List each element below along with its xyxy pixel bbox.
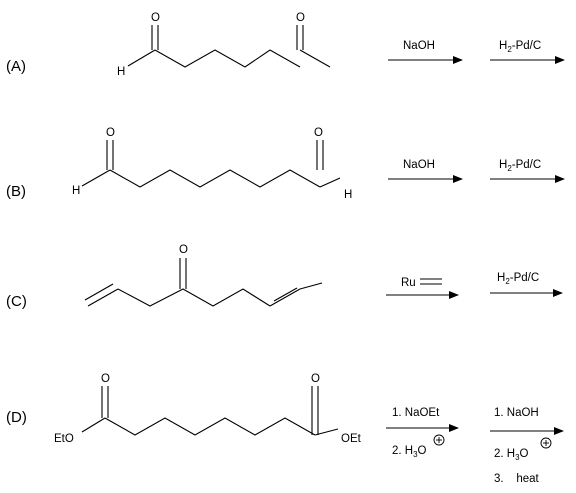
carbon-chain [104,417,316,436]
oxygen-atom: O [311,373,320,385]
molecule-c: O [84,244,323,307]
ethoxy-group: EtO [54,433,74,445]
problem-label-a: (A) [6,58,26,75]
reagent-step1: NaOH [403,159,435,171]
reagent-step2-line2: 2. H3O [494,437,552,462]
carbon-chain [117,288,271,307]
hydrogen-atom: H [72,185,80,197]
bond [319,177,341,188]
ethoxy-group: OEt [341,433,362,445]
bond [273,287,298,302]
oxygen-atom: O [106,127,115,139]
bond [127,49,156,67]
problem-c: (C) O Ru H2-Pd/C [6,244,563,310]
oxygen-atom: O [101,373,110,385]
bond [269,288,301,307]
problem-label-b: (B) [6,183,26,200]
problem-label-d: (D) [6,409,27,426]
reagent-step1-line1: 1. NaOEt [392,407,440,419]
bond [87,288,119,307]
svg-text:H2-Pd/C: H2-Pd/C [497,272,539,286]
oxygen-atom: O [314,127,323,139]
reagent-step1: NaOH [403,40,435,52]
plus-charge-icon [540,437,552,449]
hydrogen-atom: H [117,66,125,78]
oxygen-atom: O [296,12,305,24]
bond [81,169,111,187]
reagent-step2-line3: 3. heat [494,473,540,485]
reagent-step1-line2: 2. H3O [392,434,445,459]
reagent-step2-line1: 1. NaOH [494,407,539,419]
molecule-a: O O H [117,12,331,78]
problem-b: (B) O O H H NaOH H2-Pd/C [6,127,565,201]
bond [299,49,331,68]
reagent-step1: Ru [401,277,416,289]
bond [314,428,339,436]
svg-text:H2-Pd/C: H2-Pd/C [499,159,541,173]
svg-text:H2-Pd/C: H2-Pd/C [499,40,541,54]
plus-charge-icon [433,434,445,446]
problem-a: (A) O O H NaOH H2-Pd/C [6,12,565,78]
oxygen-atom: O [179,244,188,256]
molecule-d: O O EtO OEt [54,373,362,445]
bond [84,283,114,301]
svg-text:2. H3O: 2. H3O [392,445,427,459]
reagent-step2: H2-Pd/C [497,272,539,286]
bond [81,417,106,433]
molecule-b: O O H H [72,127,352,201]
oxygen-atom: O [151,12,160,24]
svg-text:2. H3O: 2. H3O [494,448,529,462]
reagent-step2: H2-Pd/C [499,159,541,173]
reagent-step2: H2-Pd/C [499,40,541,54]
problem-d: (D) O O EtO OEt 1. NaOEt 2. H3O 1. NaOH [6,373,564,485]
problem-label-c: (C) [6,293,27,310]
hydrogen-atom: H [344,189,352,201]
carbon-chain [109,169,321,188]
bond [299,282,323,290]
carbon-chain [154,49,301,68]
